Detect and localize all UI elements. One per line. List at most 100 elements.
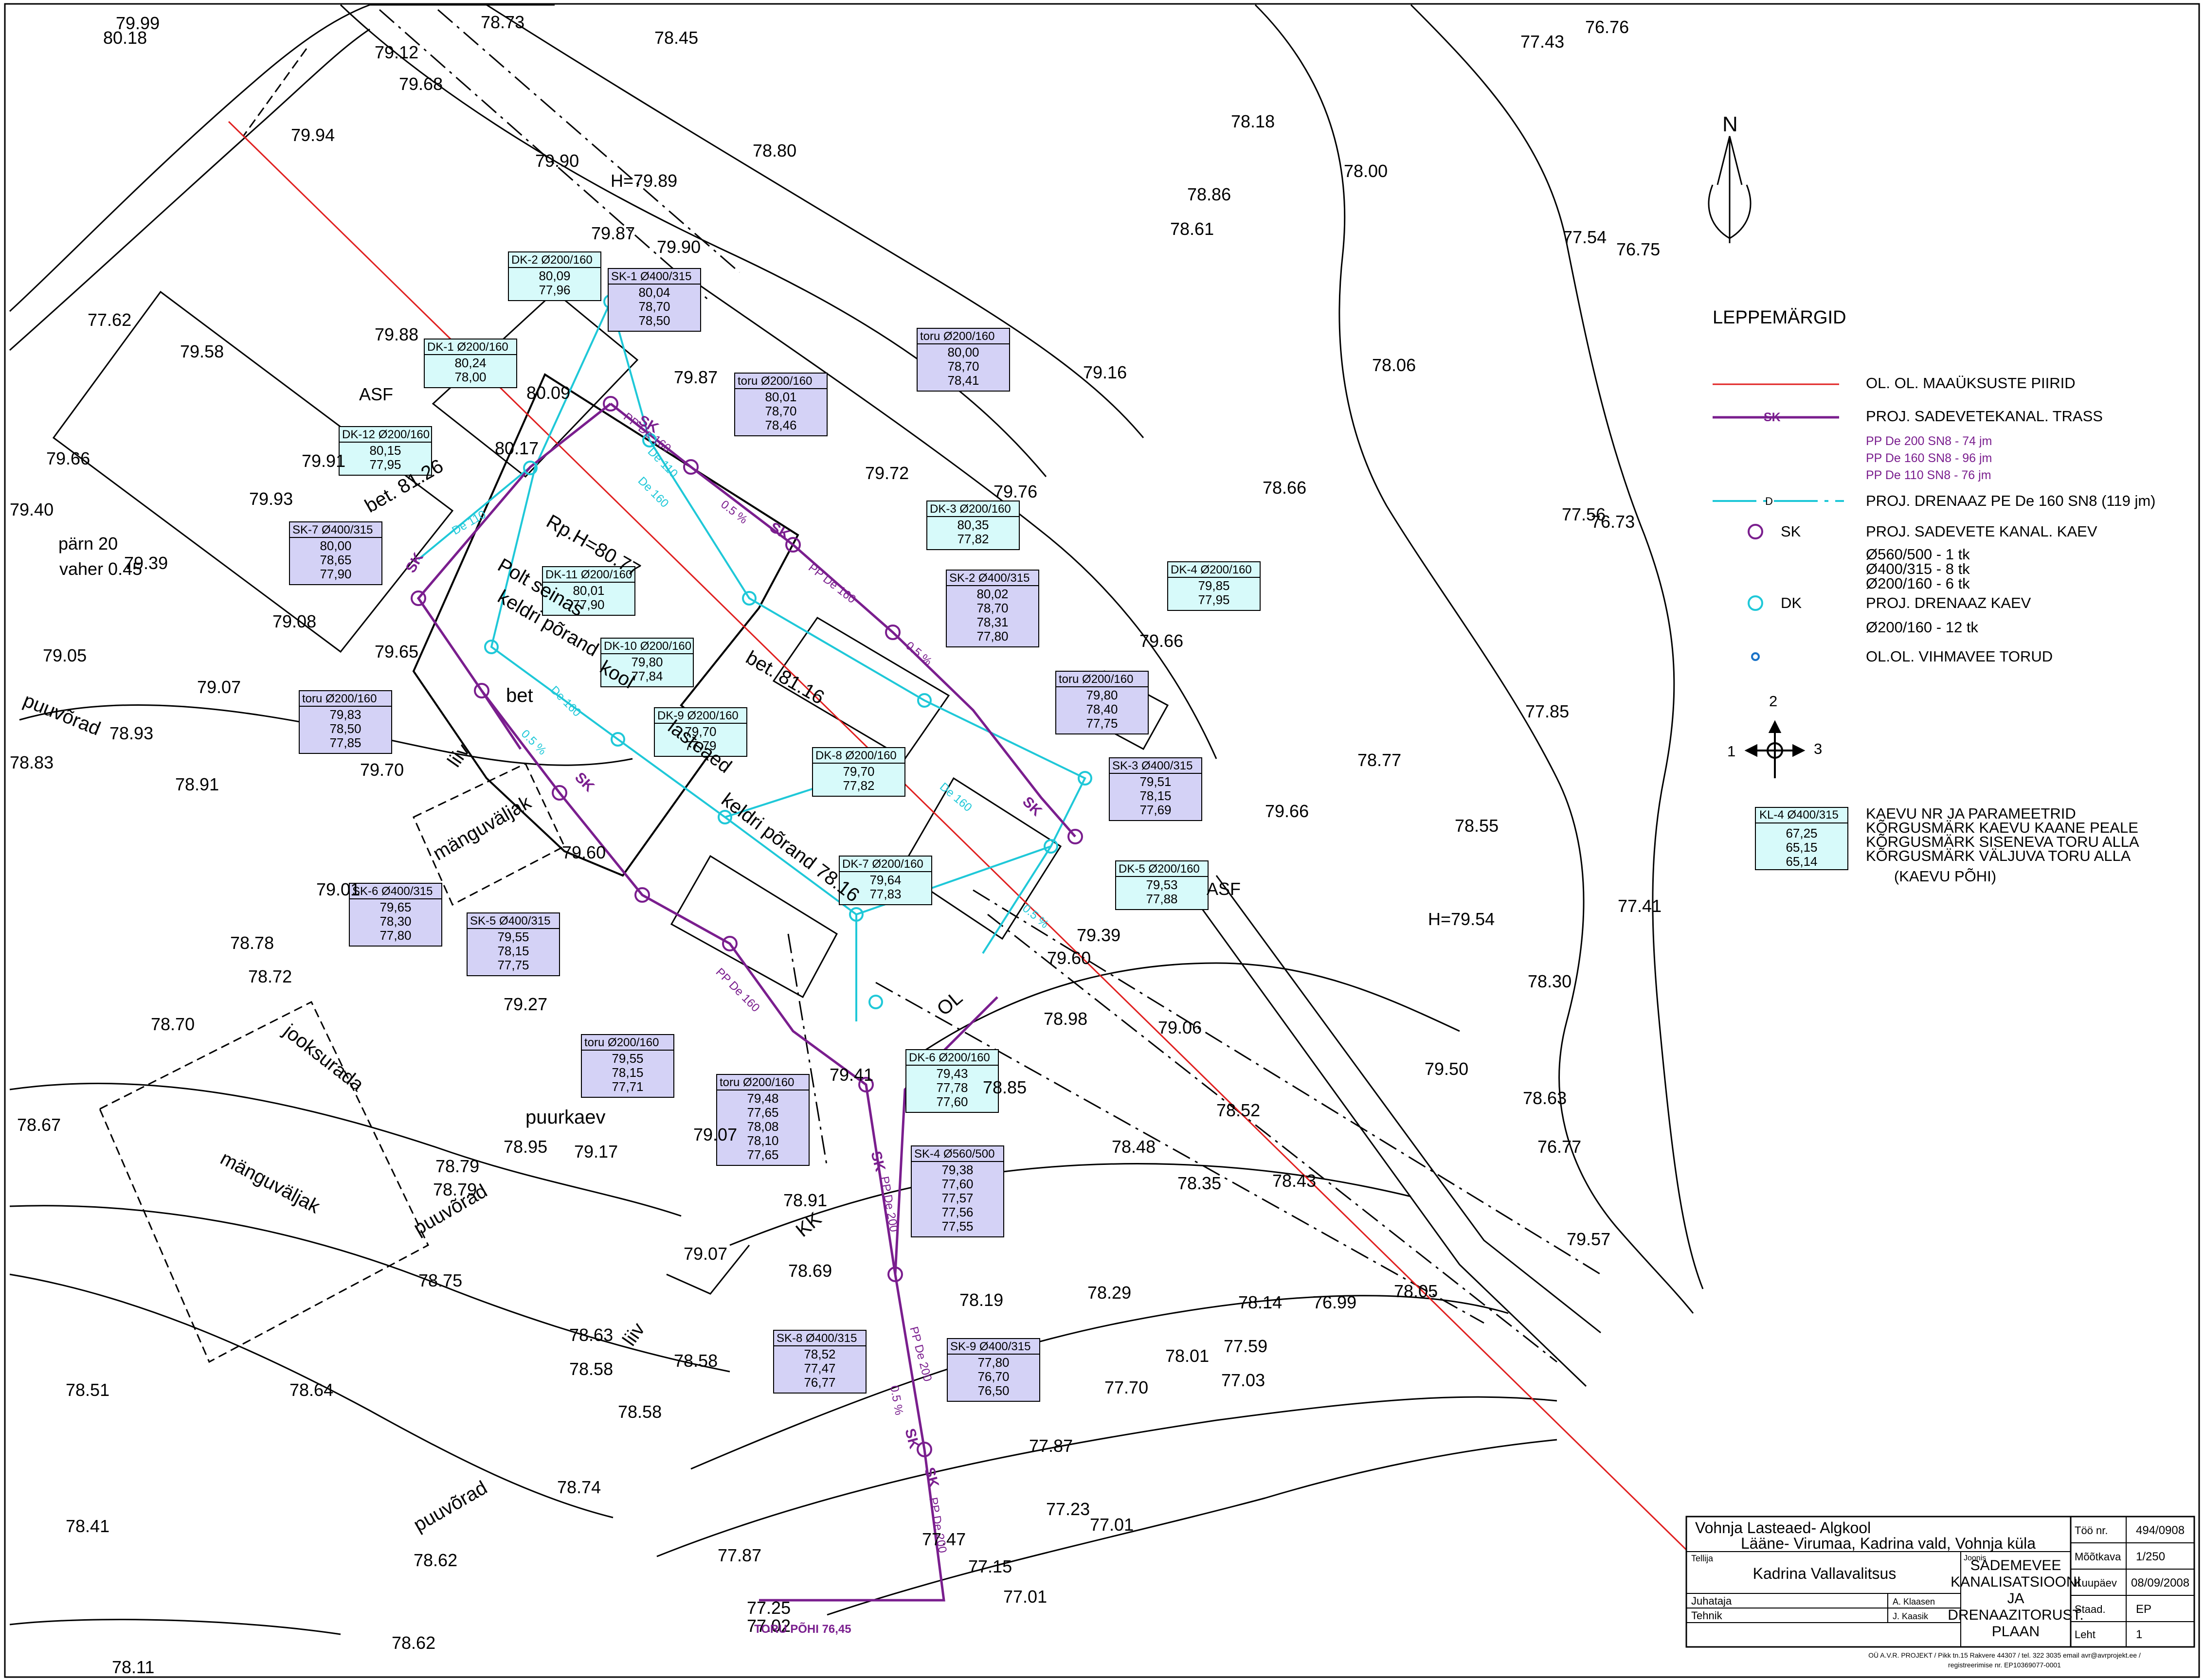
north-arrow (1708, 136, 1752, 243)
pipe-label: De 160 (635, 474, 671, 510)
well-box-frame (467, 912, 560, 976)
well-value: 80,35 (957, 518, 989, 532)
well-title: SK-8 Ø400/315 (777, 1332, 857, 1345)
well-value: 79,53 (1146, 877, 1177, 892)
legend-dir-1: 1 (1727, 743, 1735, 760)
well-value: 77,60 (941, 1177, 973, 1191)
tb-date: 08/09/2008 (2131, 1576, 2189, 1590)
well-value: 79,83 (329, 707, 361, 722)
legend-sample-value-1: 65,15 (1786, 840, 1817, 855)
well-box-frame (773, 1330, 867, 1394)
well-value: 79,64 (869, 873, 901, 887)
well-box-frame (946, 570, 1039, 647)
well-title: SK-6 Ø400/315 (352, 885, 433, 898)
well-value: 77,96 (539, 283, 570, 297)
well-value: 78,31 (976, 615, 1008, 629)
legend-boundary-label: OL. OL. MAAÜKSUSTE PIIRID (1866, 375, 2076, 392)
elevation-label: 78.80 (753, 141, 796, 161)
well-box-frame (299, 690, 392, 754)
elevation-label: 78.93 (109, 723, 153, 743)
legend-sample-desc-4: (KAEVU PÕHI) (1894, 868, 1996, 885)
storm-well-symbols (411, 396, 1083, 1457)
well-value: 77,82 (957, 532, 989, 546)
tb-drawing-0: SADEMEVEE (1970, 1557, 2061, 1573)
well-box-frame (812, 747, 905, 797)
elevation-label: 78.74 (557, 1477, 601, 1497)
elevation-label: 77.54 (1563, 227, 1607, 247)
elevation-label: 78.58 (618, 1402, 662, 1422)
tb-stage-label: Staad. (2075, 1603, 2106, 1615)
elevation-label: 79.68 (399, 74, 443, 94)
pipe-label: SK (402, 550, 427, 576)
well-value: 79,85 (1198, 578, 1229, 593)
well-value: 78,15 (612, 1065, 643, 1080)
elevation-label: 78.70 (151, 1014, 195, 1034)
tb-drawing-4: PLAAN (1992, 1624, 2040, 1640)
tb-tech-label: Tehnik (1691, 1609, 1723, 1622)
well-value: 77,71 (612, 1079, 643, 1094)
tb-client: Kadrina Vallavalitsus (1753, 1565, 1897, 1582)
legend-sample-box: KL-4 Ø400/315 67,25 65,15 65,14 (1755, 807, 1848, 870)
elevation-label: 78.30 (1528, 971, 1572, 991)
elevation-label: ASF (1207, 879, 1241, 899)
well-title: DK-12 Ø200/160 (342, 428, 430, 441)
elevation-label: 78.52 (1216, 1100, 1260, 1120)
legend-sk-count-0: Ø560/500 - 1 tk (1866, 546, 1970, 563)
elevation-label: 79.16 (1083, 362, 1127, 382)
legend-dk-icon (1748, 595, 1763, 611)
elevation-label: 77.87 (718, 1545, 761, 1565)
elevation-label: H=79.89 (611, 171, 677, 191)
elevation-label: 77.41 (1618, 896, 1662, 916)
pipe-label: 0.5 % (903, 639, 934, 668)
well-title: DK-1 Ø200/160 (427, 340, 508, 354)
elevation-label: 77.03 (1221, 1370, 1265, 1390)
well-title: DK-4 Ø200/160 (1171, 563, 1252, 576)
well-value: 77,95 (1198, 592, 1229, 607)
pipe-label: SK (921, 1466, 942, 1489)
well-value: 78,15 (497, 944, 529, 958)
well-value: 79,70 (685, 724, 716, 739)
elevation-label: 78.91 (783, 1190, 827, 1210)
well-title: DK-7 Ø200/160 (842, 858, 923, 871)
elevation-label: 79.93 (249, 489, 293, 509)
elevation-label: 77.01 (1090, 1515, 1134, 1535)
elevation-label: 78.83 (10, 752, 54, 772)
elevation-label: 79.27 (504, 994, 547, 1014)
elevation-label: 78.77 (1357, 750, 1401, 770)
pipe-label: SK (572, 769, 597, 795)
well-value: 77,88 (1146, 892, 1177, 906)
elevation-label: 79.94 (291, 125, 335, 145)
well-title: toru Ø200/160 (302, 692, 377, 705)
elevation-label: 77.43 (1520, 32, 1564, 52)
elevation-label: 79.05 (43, 645, 87, 665)
elevation-label: 78.45 (654, 28, 698, 48)
tb-client-label: Tellija (1691, 1554, 1714, 1563)
elevation-label: 78.58 (569, 1359, 613, 1379)
elevation-label: 78.29 (1087, 1283, 1131, 1303)
pipe-label: De 160 (548, 683, 584, 719)
well-value: 77,79 (685, 738, 716, 753)
elevation-label: 79.87 (591, 223, 635, 243)
tb-drawing-1: KANALISATSIOONI (1951, 1574, 2081, 1590)
elevation-label: 77.70 (1104, 1377, 1148, 1397)
well-value: 77,65 (747, 1147, 778, 1162)
legend-sample-desc-2: KÕRGUSMÄRK SISENEVA TORU ALLA (1866, 833, 2139, 850)
well-value: 80,09 (539, 268, 570, 283)
well-title: SK-4 Ø560/500 (914, 1147, 994, 1161)
well-value: 78,65 (320, 553, 351, 567)
legend-storm-mark: SK (1764, 411, 1781, 424)
legend-rain-icon (1751, 652, 1760, 661)
well-box-frame (1055, 671, 1149, 734)
well-value: 77,85 (329, 735, 361, 750)
elevation-label: 78.58 (674, 1351, 718, 1371)
well-value: 79,80 (631, 655, 663, 669)
elevation-label: vaher 0.45 (59, 559, 142, 579)
